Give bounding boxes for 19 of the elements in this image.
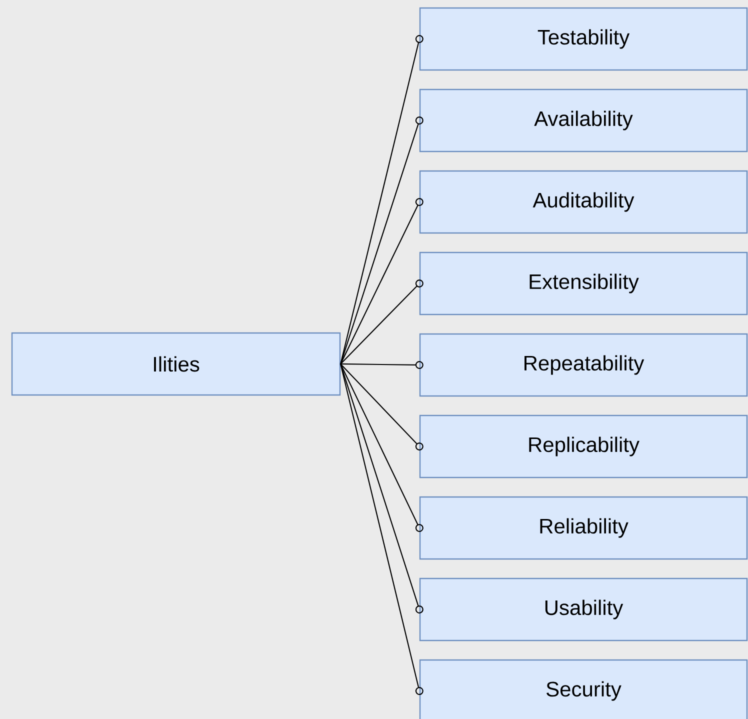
- connector: [340, 364, 424, 614]
- connector: [340, 364, 424, 450]
- process-box: Repeatability: [419, 333, 748, 397]
- process-box: Usability: [419, 578, 748, 642]
- connector: [340, 279, 424, 364]
- process-box: Availability: [419, 88, 748, 152]
- process-box: Ilities: [11, 332, 341, 396]
- process-box: Auditability: [419, 170, 748, 234]
- connector: [340, 364, 424, 695]
- connector: [340, 364, 424, 532]
- process-box: Extensibility: [419, 252, 748, 316]
- connector: [340, 198, 424, 364]
- process-box: Security: [419, 659, 748, 719]
- connector: [340, 116, 424, 364]
- process-box: Reliability: [419, 496, 748, 560]
- process-box: Replicability: [419, 414, 748, 478]
- process-box: Testability: [419, 7, 748, 71]
- connector: [340, 360, 424, 369]
- connector: [340, 34, 424, 364]
